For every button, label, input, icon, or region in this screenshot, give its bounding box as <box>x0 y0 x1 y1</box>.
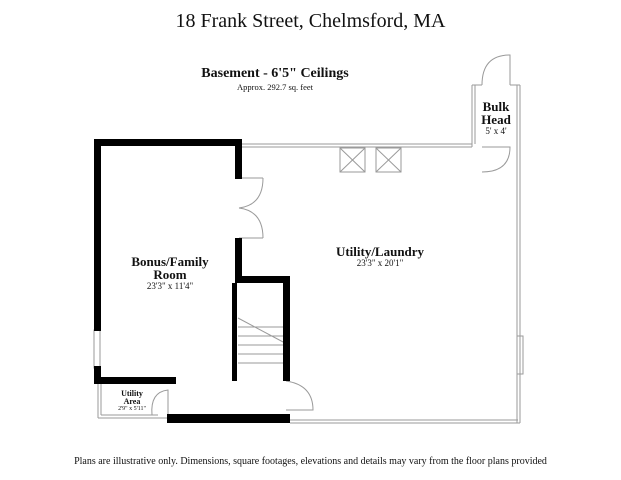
room-bulk-head: Bulk Head 5' x 4' <box>481 99 511 136</box>
room-utility-area: Utility Area 2'9" x 5'11" <box>118 389 146 413</box>
floor-area: Approx. 292.7 sq. feet <box>236 82 313 92</box>
floor-title: Basement - 6'5" Ceilings <box>201 66 349 81</box>
room-utility-laundry: Utility/Laundry 23'3" x 20'1" <box>335 244 425 268</box>
room-bonus-family: Bonus/Family Room 23'3" x 11'4" <box>131 254 209 291</box>
disclaimer: Plans are illustrative only. Dimensions,… <box>74 456 547 467</box>
page-title: 18 Frank Street, Chelmsford, MA <box>175 10 446 32</box>
